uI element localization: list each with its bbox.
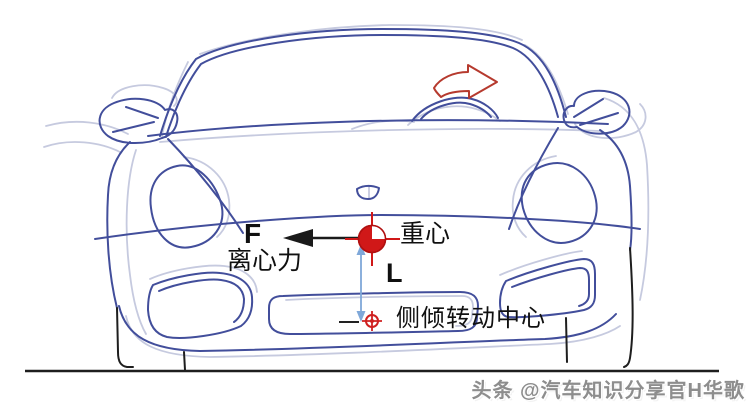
dimension-line-L xyxy=(356,244,366,322)
left-body-edge xyxy=(106,141,131,309)
roll-center-marker xyxy=(339,311,382,331)
roll-center-label: 侧倾转动中心 xyxy=(396,305,546,332)
center-of-gravity-label: 重心 xyxy=(400,220,451,248)
right-body-edge xyxy=(599,129,633,251)
left-tire xyxy=(116,307,134,368)
center-grille xyxy=(268,291,479,335)
right-tire xyxy=(623,247,634,368)
sketch-echo-lines xyxy=(43,24,650,358)
watermark: 头条 @汽车知识分享官H华歌 xyxy=(471,380,745,402)
wheel-lines xyxy=(116,247,634,371)
roof-outline-outer xyxy=(159,28,567,137)
centrifugal-force-label: 离心力 xyxy=(227,247,303,275)
force-symbol-label: F xyxy=(244,218,262,249)
rotation-arrow-icon xyxy=(433,64,498,99)
left-mirror xyxy=(98,97,179,144)
bumper-bottom xyxy=(118,305,617,352)
hood-emblem xyxy=(356,184,380,200)
right-mirror xyxy=(562,89,631,135)
cowl-line xyxy=(147,119,609,137)
lever-arm-label: L xyxy=(386,258,403,288)
headrest-arc xyxy=(411,96,499,122)
car-body-lines xyxy=(94,28,641,352)
hood-seam xyxy=(94,214,641,240)
cg-marker xyxy=(345,212,400,266)
left-intake xyxy=(147,271,254,339)
left-headlight xyxy=(149,164,224,249)
right-headlight xyxy=(520,162,598,244)
right-intake xyxy=(499,258,596,319)
roof-outline-inner xyxy=(165,34,559,138)
